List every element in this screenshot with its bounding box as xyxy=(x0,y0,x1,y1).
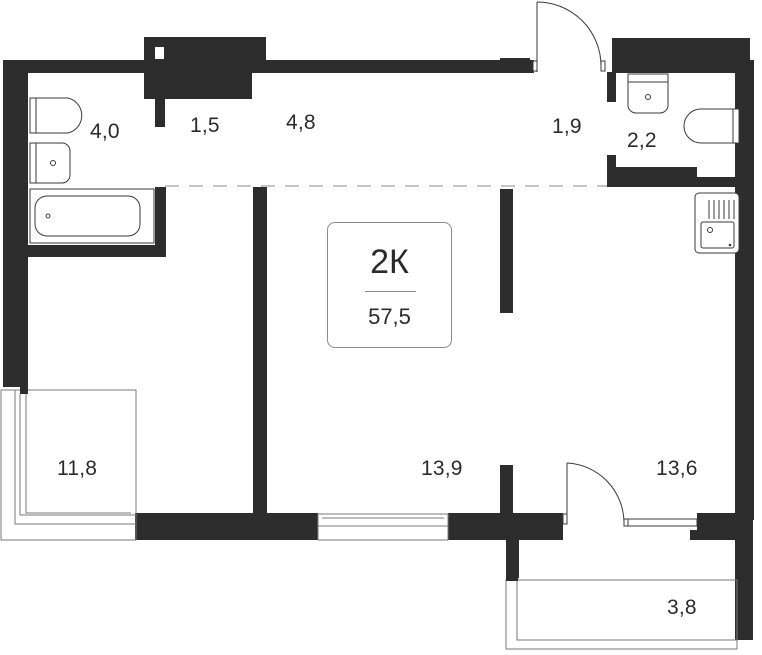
bathtub-icon xyxy=(29,188,155,244)
walls xyxy=(3,37,754,640)
room-area-wardrobe: 1,5 xyxy=(190,114,220,137)
apartment-type: 2К xyxy=(370,243,409,281)
window-balcony xyxy=(505,579,738,650)
balcony-door xyxy=(562,462,698,527)
room-area-bathroom: 4,0 xyxy=(90,120,120,143)
room-area-balcony: 3,8 xyxy=(667,596,697,619)
sink-icon xyxy=(29,142,71,184)
apartment-summary-badge: 2К 57,5 xyxy=(327,222,452,348)
room-area-toilet: 2,2 xyxy=(627,129,657,152)
kitchen-sink-icon xyxy=(694,192,740,254)
apartment-total-area: 57,5 xyxy=(368,304,411,329)
toilet-icon xyxy=(627,73,740,144)
room-area-hallway: 4,8 xyxy=(286,111,316,134)
room-area-entrance-hall: 1,9 xyxy=(552,115,582,138)
room-area-living-room: 13,9 xyxy=(421,457,463,480)
window-bedroom-left xyxy=(0,389,137,541)
toilet-icon xyxy=(29,97,83,134)
entrance-door xyxy=(532,1,606,72)
badge-divider xyxy=(365,291,416,292)
room-area-bedroom: 11,8 xyxy=(57,457,98,480)
room-area-kitchen: 13,6 xyxy=(656,457,698,480)
window-living xyxy=(317,513,449,541)
